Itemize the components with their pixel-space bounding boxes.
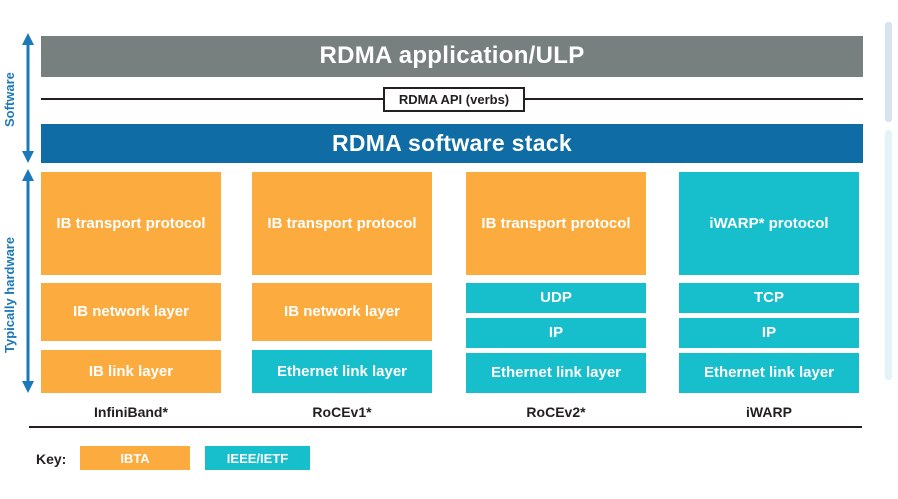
scroll-indicator-bottom[interactable] <box>885 130 892 380</box>
rocev2-box-ib-transport-protocol: IB transport protocol <box>466 172 646 275</box>
key-chip-ibta: IBTA <box>80 446 190 470</box>
rdma-application-bar: RDMA application/ULP <box>41 36 863 77</box>
rocev2-box-ethernet-link-layer: Ethernet link layer <box>466 353 646 393</box>
infiniband-box-ib-network-layer: IB network layer <box>41 283 221 341</box>
side-label-typically-hardware: Typically hardware <box>2 236 17 354</box>
software-range-arrow-icon <box>22 33 34 163</box>
iwarp-box-iwarp-protocol: iWARP* protocol <box>679 172 859 275</box>
infiniband-box-ib-transport-protocol: IB transport protocol <box>41 172 221 275</box>
rocev2-box-udp: UDP <box>466 283 646 313</box>
infiniband-box-ib-link-layer: IB link layer <box>41 350 221 393</box>
rdma-software-stack-bar: RDMA software stack <box>41 124 863 163</box>
side-label-software: Software <box>2 72 17 128</box>
rocev1-box-ethernet-link-layer: Ethernet link layer <box>252 350 432 393</box>
rocev1-box-ib-network-layer: IB network layer <box>252 283 432 341</box>
hardware-range-arrow-icon <box>22 169 34 393</box>
column-footer-rocev2: RoCEv2* <box>526 404 586 420</box>
rocev2-box-ip: IP <box>466 318 646 348</box>
iwarp-box-ethernet-link-layer: Ethernet link layer <box>679 353 859 393</box>
key-chip-ieee-ietf: IEEE/IETF <box>205 446 310 470</box>
rocev1-box-ib-transport-protocol: IB transport protocol <box>252 172 432 275</box>
iwarp-box-tcp: TCP <box>679 283 859 313</box>
column-footer-iwarp: iWARP <box>746 404 792 420</box>
column-footer-infiniband: InfiniBand* <box>94 404 168 420</box>
rdma-api-box: RDMA API (verbs) <box>383 87 525 112</box>
column-footer-rocev1: RoCEv1* <box>312 404 372 420</box>
iwarp-box-ip: IP <box>679 318 859 348</box>
footer-divider <box>29 426 862 428</box>
scroll-indicator-top[interactable] <box>885 22 892 122</box>
key-label: Key: <box>36 451 67 467</box>
